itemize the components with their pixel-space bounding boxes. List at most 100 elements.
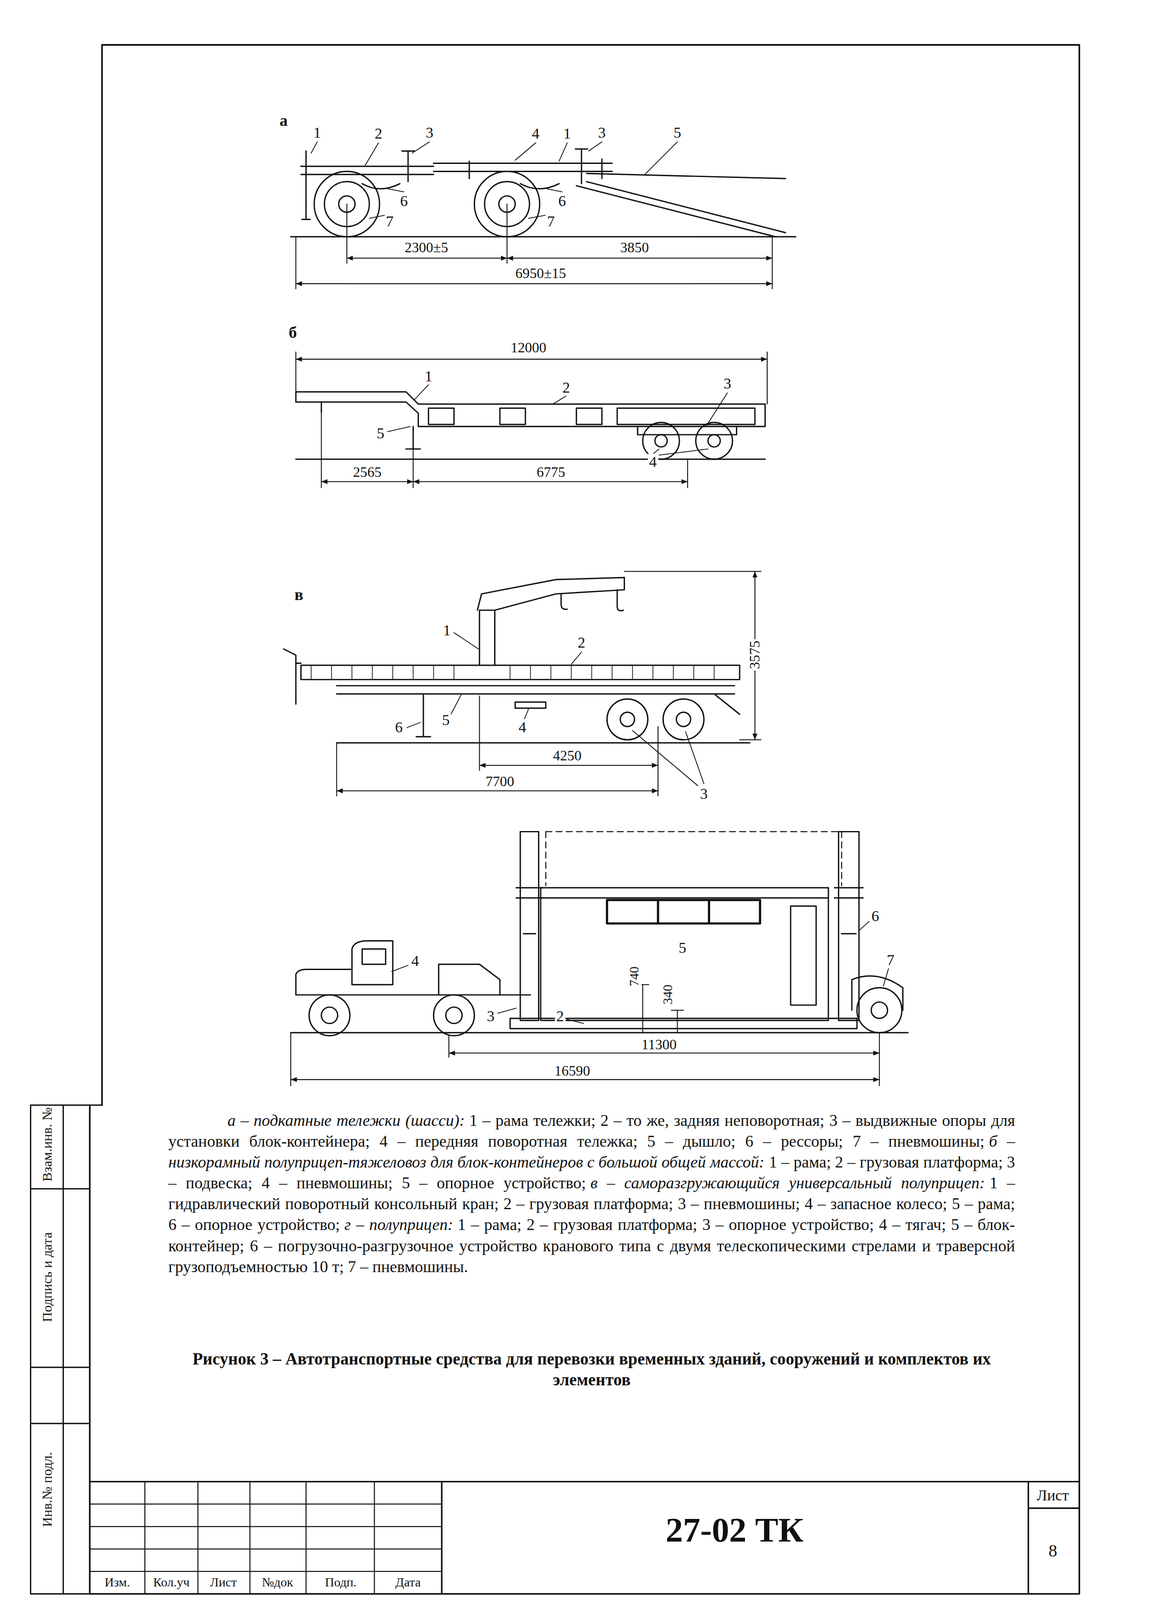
title-block-part	[89, 1481, 442, 1595]
container-semitrailer-part	[445, 1007, 462, 1024]
dolly-chassis-part	[346, 257, 508, 259]
dimension-value: 4250	[551, 748, 583, 764]
lowbed-semitrailer-part	[654, 434, 668, 447]
lowbed-semitrailer-part	[321, 480, 414, 482]
self-loading-semitrailer-part	[663, 698, 704, 740]
container-semitrailer-part	[790, 906, 817, 1006]
lowbed-semitrailer-part	[295, 391, 765, 427]
callout-number: 6	[398, 192, 410, 210]
container-semitrailer-part	[856, 987, 902, 1033]
stamp-header: Кол.уч	[151, 1575, 191, 1590]
callout-number: 1	[441, 622, 452, 639]
dolly-chassis-part	[295, 204, 773, 289]
callout-number: 6	[869, 908, 881, 925]
self-loading-semitrailer-part	[561, 589, 624, 611]
container-semitrailer-part	[290, 1079, 880, 1081]
callout-number: 4	[647, 454, 659, 471]
container-semitrailer-part	[540, 887, 829, 1021]
callout-number: 3	[485, 1008, 496, 1025]
callout-number: 3	[698, 785, 710, 803]
callout-number: 2	[561, 379, 572, 396]
container-semitrailer-part	[448, 1052, 880, 1054]
lowbed-semitrailer-part	[695, 422, 733, 460]
self-loading-semitrailer-part	[336, 790, 659, 792]
lowbed-semitrailer-part	[387, 384, 728, 455]
dimension-value: 2300±5	[403, 240, 450, 256]
callout-number: 4	[517, 719, 528, 736]
callout-number: 7	[885, 951, 896, 969]
callout-number: 2	[576, 634, 587, 651]
lowbed-semitrailer-part	[321, 402, 737, 450]
container-semitrailer-part	[516, 831, 544, 1021]
lowbed-semitrailer-part	[295, 358, 768, 360]
container-semitrailer-part	[851, 975, 904, 1011]
sheet-frame	[30, 44, 1080, 1594]
stamp-header: Подп.	[323, 1575, 358, 1590]
callout-number: 2	[554, 1008, 566, 1025]
dimension-value: 2565	[351, 464, 383, 481]
dolly-chassis-part	[302, 148, 588, 220]
callout-number: 3	[424, 124, 435, 141]
dimension-value: 7700	[484, 773, 516, 790]
dimension-value: 740	[627, 965, 642, 988]
callout-number: 1	[312, 124, 323, 141]
callout-number: 5	[677, 939, 688, 957]
container-semitrailer-part	[834, 831, 864, 1021]
sheet-frame-part	[30, 1105, 103, 1594]
container-semitrailer-part	[351, 940, 393, 985]
callout-number: 7	[384, 213, 395, 230]
self-loading-semitrailer-part	[311, 665, 715, 680]
self-loading-semitrailer-part	[676, 712, 691, 727]
container-semitrailer-part	[545, 831, 842, 886]
dimension-value: 16590	[552, 1063, 592, 1079]
dimension-value: 3575	[747, 639, 763, 671]
callout-number: 3	[722, 375, 733, 392]
dimension-value: 12000	[509, 340, 548, 356]
dimension-value: 6775	[535, 464, 567, 481]
container-semitrailer-part	[309, 994, 351, 1036]
container-semitrailer	[290, 831, 909, 1086]
subfigure-letter: в	[293, 586, 305, 604]
self-loading-semitrailer-part	[407, 632, 705, 786]
self-loading-semitrailer-part	[479, 764, 659, 766]
dimension-value: 6950±15	[514, 265, 568, 282]
container-semitrailer-part	[606, 899, 760, 924]
container-semitrailer-part	[321, 1007, 338, 1024]
subfigure-letter: а	[278, 111, 289, 130]
self-loading-semitrailer-part	[336, 696, 659, 797]
callout-number: 5	[672, 124, 683, 141]
drawing-part	[30, 44, 1080, 1594]
self-loading-semitrailer-part	[283, 648, 740, 715]
title-block-part	[89, 1481, 1080, 1595]
dimension-value: 340	[661, 983, 676, 1006]
legend-heading: а – подкатные тележки (шасси):	[227, 1111, 465, 1130]
callout-number: 1	[562, 125, 573, 142]
container-semitrailer-part	[391, 921, 889, 1024]
stamp-header: Дата	[394, 1575, 423, 1590]
self-loading-semitrailer-part	[606, 698, 648, 740]
container-semitrailer-part	[636, 984, 684, 1033]
stamp-header: Изм.	[103, 1575, 132, 1590]
container-semitrailer-part	[290, 1032, 909, 1034]
container-semitrailer-part	[433, 994, 475, 1036]
sheet-label: Лист	[1035, 1487, 1071, 1504]
dolly-chassis	[290, 141, 796, 289]
dolly-chassis-part	[576, 173, 786, 237]
lowbed-semitrailer	[295, 351, 768, 488]
callout-number: 1	[423, 368, 434, 385]
title-block	[89, 1481, 1080, 1595]
dolly-chassis-part	[507, 257, 773, 259]
sheet-frame-part	[89, 44, 1080, 1594]
stamp-header: №док	[260, 1575, 295, 1590]
dolly-chassis-part	[362, 183, 560, 189]
container-semitrailer-part	[871, 1002, 888, 1019]
dolly-chassis-part	[301, 158, 613, 179]
stamp-header: Лист	[208, 1575, 239, 1590]
sheet-number: 8	[1047, 1541, 1059, 1560]
legend-heading: г – полуприцеп:	[344, 1215, 454, 1234]
lowbed-semitrailer-part	[321, 412, 688, 488]
self-loading-semitrailer-part	[620, 712, 635, 727]
self-loading-semitrailer	[283, 571, 761, 797]
callout-number: 6	[557, 192, 568, 210]
